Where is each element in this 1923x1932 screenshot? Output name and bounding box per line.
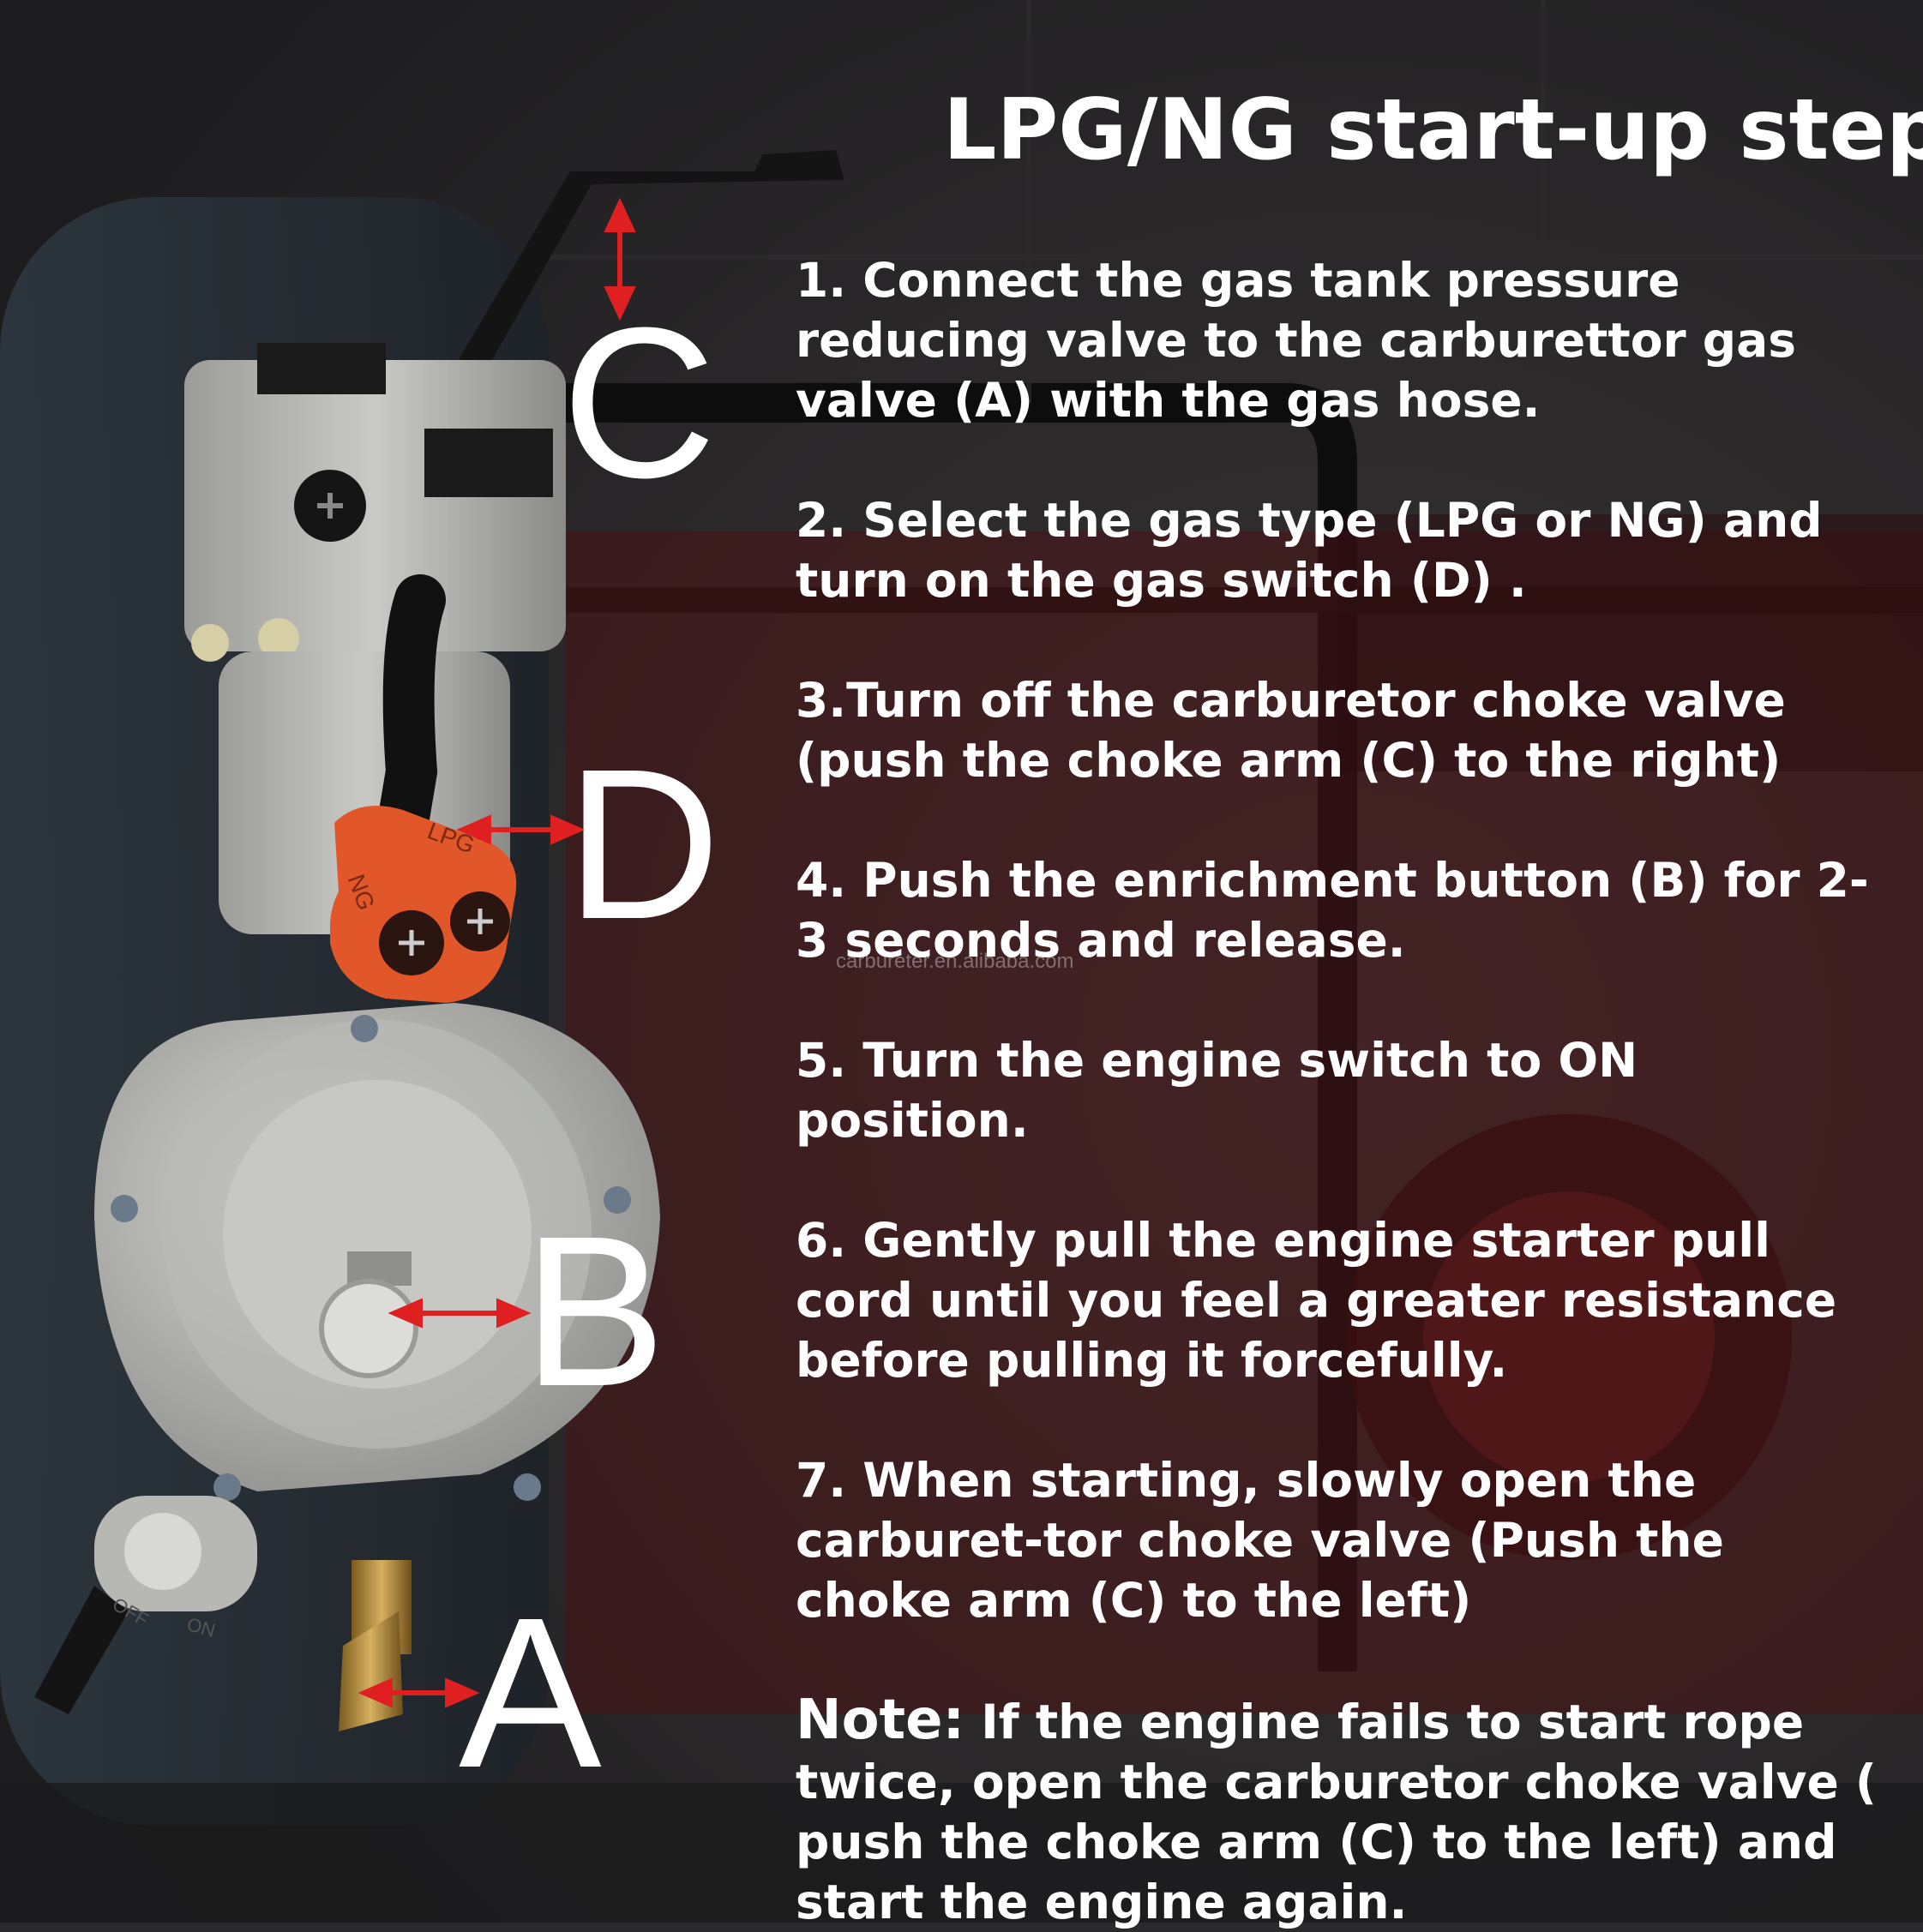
step-2: 2. Select the gas type (LPG or NG) and t… bbox=[796, 493, 1823, 608]
step-4: 4. Push the enrichment button (B) for 2-… bbox=[796, 853, 1869, 968]
step-7: 7. When starting, slowly open the carbur… bbox=[796, 1453, 1724, 1628]
label-a: A bbox=[459, 1573, 602, 1812]
note-text: If the engine fails to start rope twice,… bbox=[796, 1695, 1878, 1929]
label-b: B bbox=[523, 1191, 666, 1431]
step-3: 3.Turn off the carburetor choke valve (p… bbox=[796, 673, 1786, 788]
pressure-regulator bbox=[94, 1003, 660, 1501]
steps-list: 1. Connect the gas tank pressure reducin… bbox=[796, 250, 1884, 1932]
label-c: C bbox=[562, 283, 717, 522]
note: Note: If the engine fails to start rope … bbox=[796, 1690, 1884, 1932]
indicator-arrows bbox=[358, 197, 636, 1708]
step-6: 6. Gently pull the engine starter pull c… bbox=[796, 1213, 1837, 1388]
watermark: carbureter.en.alibaba.com bbox=[836, 950, 1074, 973]
gas-selector-valve bbox=[330, 806, 517, 1003]
enrichment-button bbox=[319, 1279, 418, 1378]
note-label: Note: bbox=[796, 1689, 965, 1752]
gas-inlet-nozzle bbox=[339, 1611, 403, 1731]
page-title: LPG/NG start-up steps bbox=[943, 81, 1923, 179]
gas-switch bbox=[34, 1496, 257, 1714]
step-5: 5. Turn the engine switch to ON position… bbox=[796, 1033, 1638, 1148]
label-d: D bbox=[566, 724, 721, 963]
step-1: 1. Connect the gas tank pressure reducin… bbox=[796, 253, 1796, 428]
carburetor-body bbox=[184, 360, 566, 651]
